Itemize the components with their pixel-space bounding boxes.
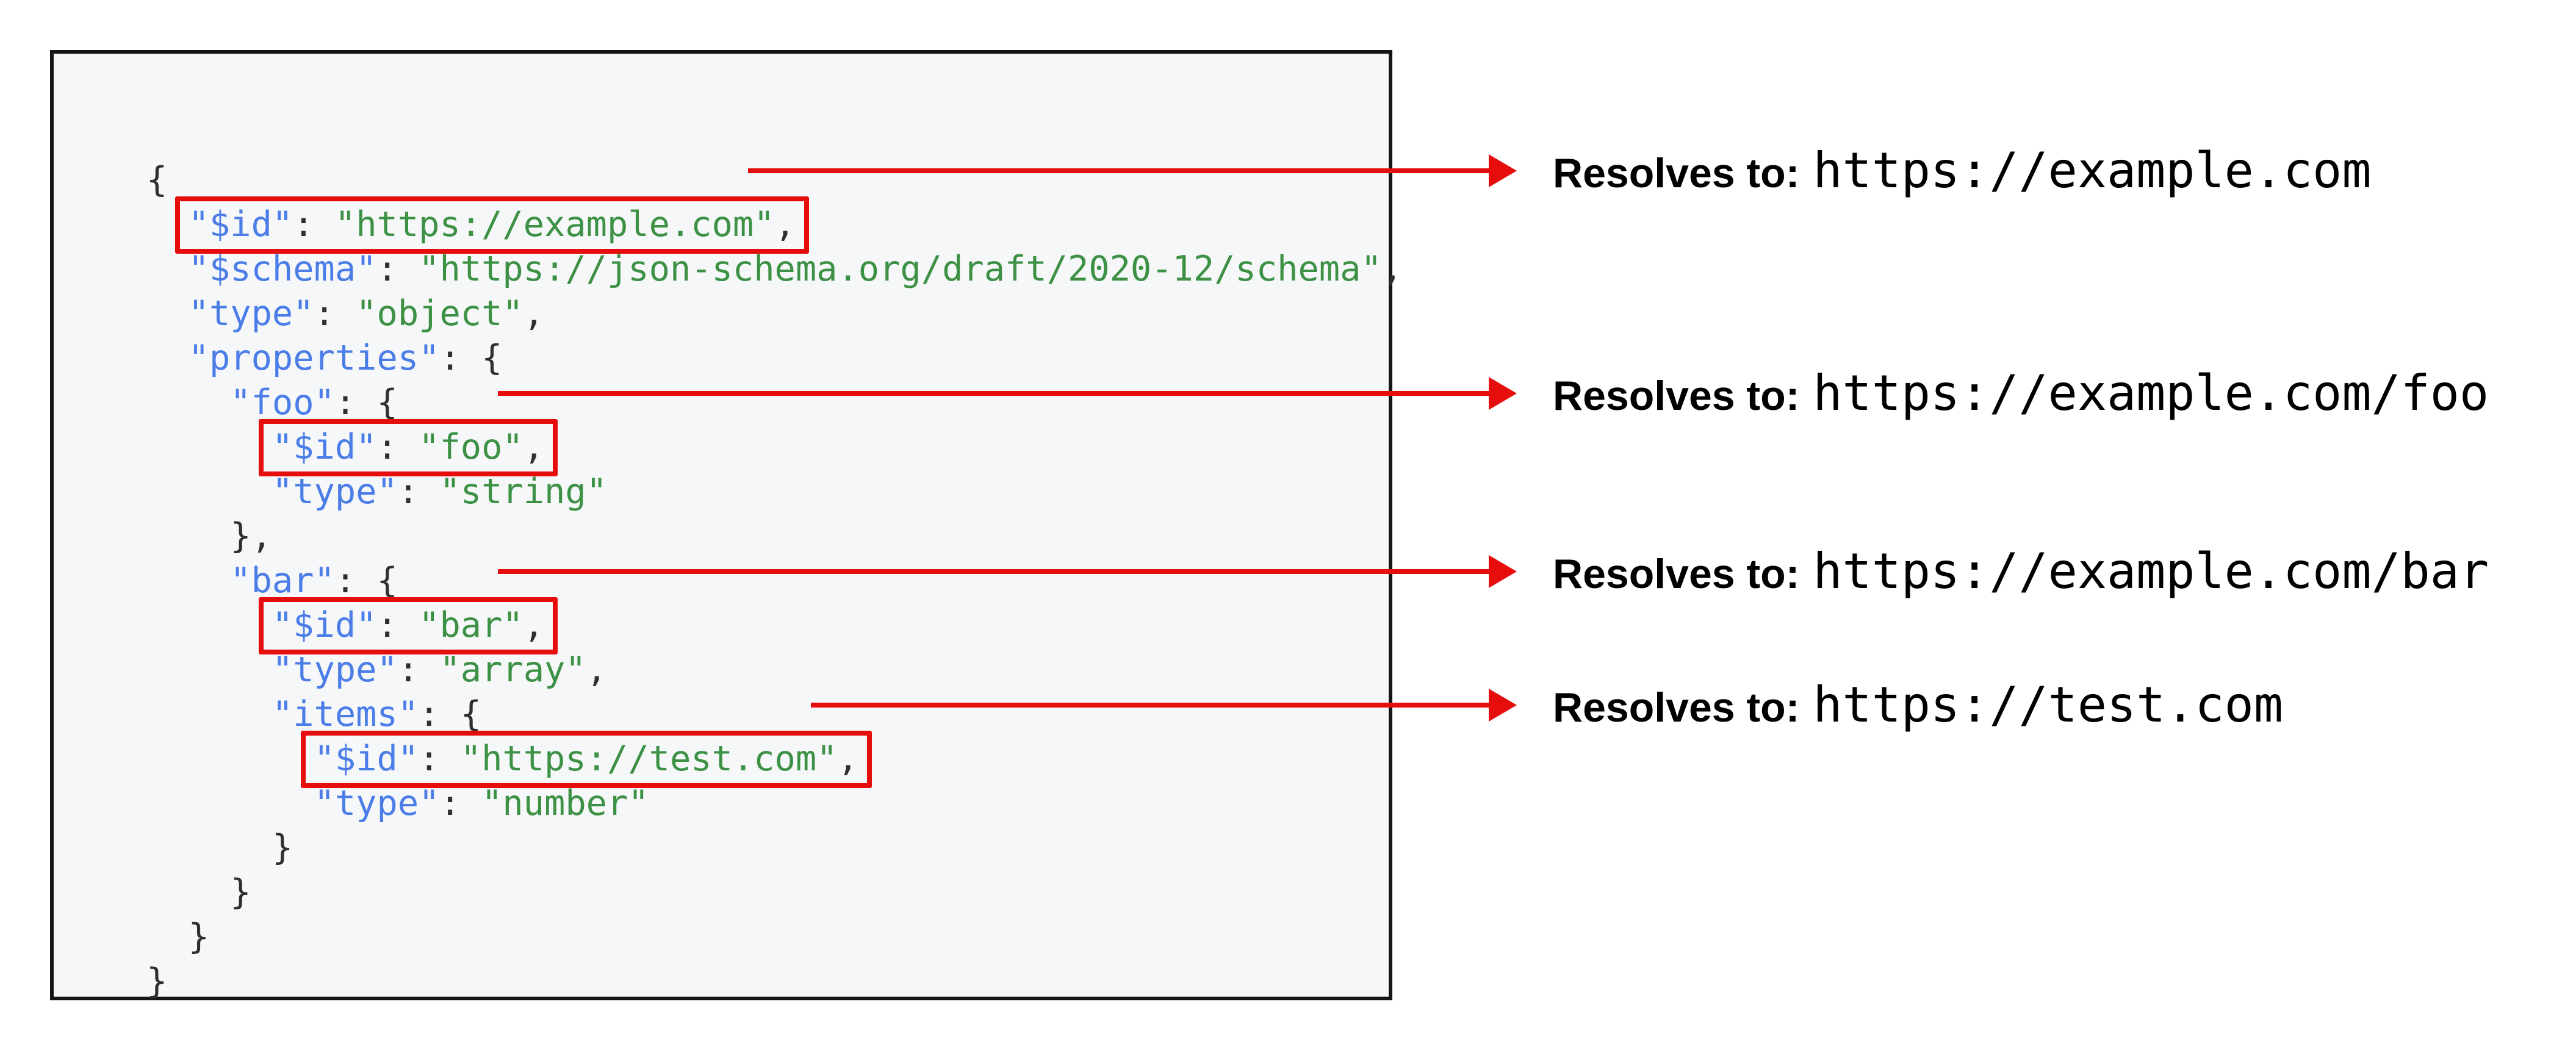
code-line: "$id": "bar", [146, 597, 1403, 654]
code-token-punct: : [376, 427, 419, 467]
resolved-url: https://example.com [1813, 142, 2372, 199]
code-line: } [146, 959, 1403, 1004]
code-token-punct: : [376, 605, 419, 645]
id-highlight-box: "$id": "https://test.com", [300, 731, 872, 788]
code-line: } [146, 826, 1403, 870]
code-line: "items": { [146, 692, 1403, 737]
code-token-punct: : [397, 471, 440, 512]
code-token-key: "type" [314, 783, 440, 823]
code-token-punct: }, [230, 516, 272, 556]
code-token-punct: , [1381, 249, 1403, 289]
code-token-key: "items" [272, 694, 419, 734]
connector-line [498, 391, 1489, 396]
arrowhead-icon [1489, 154, 1517, 187]
resolved-url: https://test.com [1813, 676, 2283, 733]
code-line: } [146, 915, 1403, 959]
code-token-key: "type" [272, 650, 398, 690]
code-token-key: "$id" [272, 605, 377, 645]
code-line: { [146, 158, 1403, 203]
code-token-string: "https://json-schema.org/draft/2020-12/s… [419, 249, 1382, 289]
resolves-annotation: Resolves to: https://test.com [1553, 675, 2283, 749]
code-token-string: "object" [356, 293, 523, 334]
code-line: "type": "number" [146, 781, 1403, 826]
code-token-key: "$schema" [188, 249, 377, 289]
code-token-punct: } [230, 872, 251, 912]
code-token-key: "$id" [188, 204, 293, 245]
code-token-string: "string" [439, 471, 607, 512]
code-token-punct: : { [419, 694, 482, 734]
code-token-key: "$id" [314, 739, 419, 779]
connector-line [748, 168, 1489, 173]
code-token-punct: , [586, 650, 607, 690]
code-line: "type": "array", [146, 648, 1403, 692]
code-token-key: "foo" [230, 382, 335, 423]
resolves-annotation: Resolves to: https://example.com [1553, 140, 2371, 215]
code-line: } [146, 870, 1403, 915]
code-line: "$id": "https://example.com", [146, 196, 1403, 254]
code-token-punct: : [439, 783, 482, 823]
code-line: "type": "string" [146, 470, 1403, 514]
code-line: "bar": { [146, 559, 1403, 603]
code-token-key: "bar" [230, 561, 335, 601]
code-token-punct: : [419, 739, 461, 779]
resolves-label: Resolves to: [1553, 150, 1800, 196]
code-token-punct: : { [334, 382, 398, 423]
connector-line [498, 569, 1489, 574]
resolves-annotation: Resolves to: https://example.com/foo [1553, 363, 2489, 437]
code-token-string: "array" [439, 650, 586, 690]
code-token-punct: } [272, 828, 293, 868]
code-token-key: "type" [188, 293, 314, 334]
code-token-key: "type" [272, 471, 398, 512]
resolves-label: Resolves to: [1553, 551, 1800, 597]
arrowhead-icon [1489, 377, 1517, 410]
code-token-punct: : [314, 293, 356, 334]
code-token-punct: } [188, 917, 209, 957]
code-token-punct: { [146, 160, 168, 200]
code-token-punct: , [837, 739, 858, 779]
id-highlight-box: "$id": "bar", [258, 597, 558, 654]
code-line: "properties": { [146, 336, 1403, 381]
resolves-label: Resolves to: [1553, 373, 1800, 419]
code-line: "$id": "https://test.com", [146, 731, 1403, 788]
code-token-punct: : { [439, 338, 503, 378]
code-line: "$id": "foo", [146, 419, 1403, 476]
code-token-string: "bar" [419, 605, 523, 645]
resolves-annotation: Resolves to: https://example.com/bar [1553, 541, 2489, 615]
code-token-punct: : { [334, 561, 398, 601]
code-token-punct: } [146, 961, 168, 1002]
code-token-punct: , [523, 293, 545, 334]
resolved-url: https://example.com/bar [1813, 543, 2489, 600]
id-highlight-box: "$id": "foo", [258, 419, 558, 476]
connector-line [811, 703, 1489, 708]
json-code: { "$id": "https://example.com", "$schema… [146, 158, 1403, 1004]
resolved-url: https://example.com/foo [1813, 365, 2489, 421]
arrowhead-icon [1489, 555, 1517, 588]
code-token-string: "https://example.com" [334, 204, 775, 245]
code-token-string: "number" [481, 783, 649, 823]
code-line: }, [146, 514, 1403, 559]
arrowhead-icon [1489, 689, 1517, 722]
id-highlight-box: "$id": "https://example.com", [174, 196, 809, 254]
code-line: "foo": { [146, 381, 1403, 425]
code-token-punct: , [523, 427, 545, 467]
code-line: "type": "object", [146, 292, 1403, 336]
code-token-key: "properties" [188, 338, 440, 378]
code-token-punct: : [376, 249, 419, 289]
code-token-punct: : [397, 650, 440, 690]
code-token-string: "https://test.com" [460, 739, 838, 779]
code-line: "$schema": "https://json-schema.org/draf… [146, 247, 1403, 292]
code-panel: { "$id": "https://example.com", "$schema… [50, 50, 1403, 1002]
code-token-punct: , [523, 605, 545, 645]
code-token-key: "$id" [272, 427, 377, 467]
resolves-label: Resolves to: [1553, 684, 1800, 731]
code-token-string: "foo" [419, 427, 523, 467]
code-token-punct: : [293, 204, 335, 245]
code-token-punct: , [774, 204, 796, 245]
